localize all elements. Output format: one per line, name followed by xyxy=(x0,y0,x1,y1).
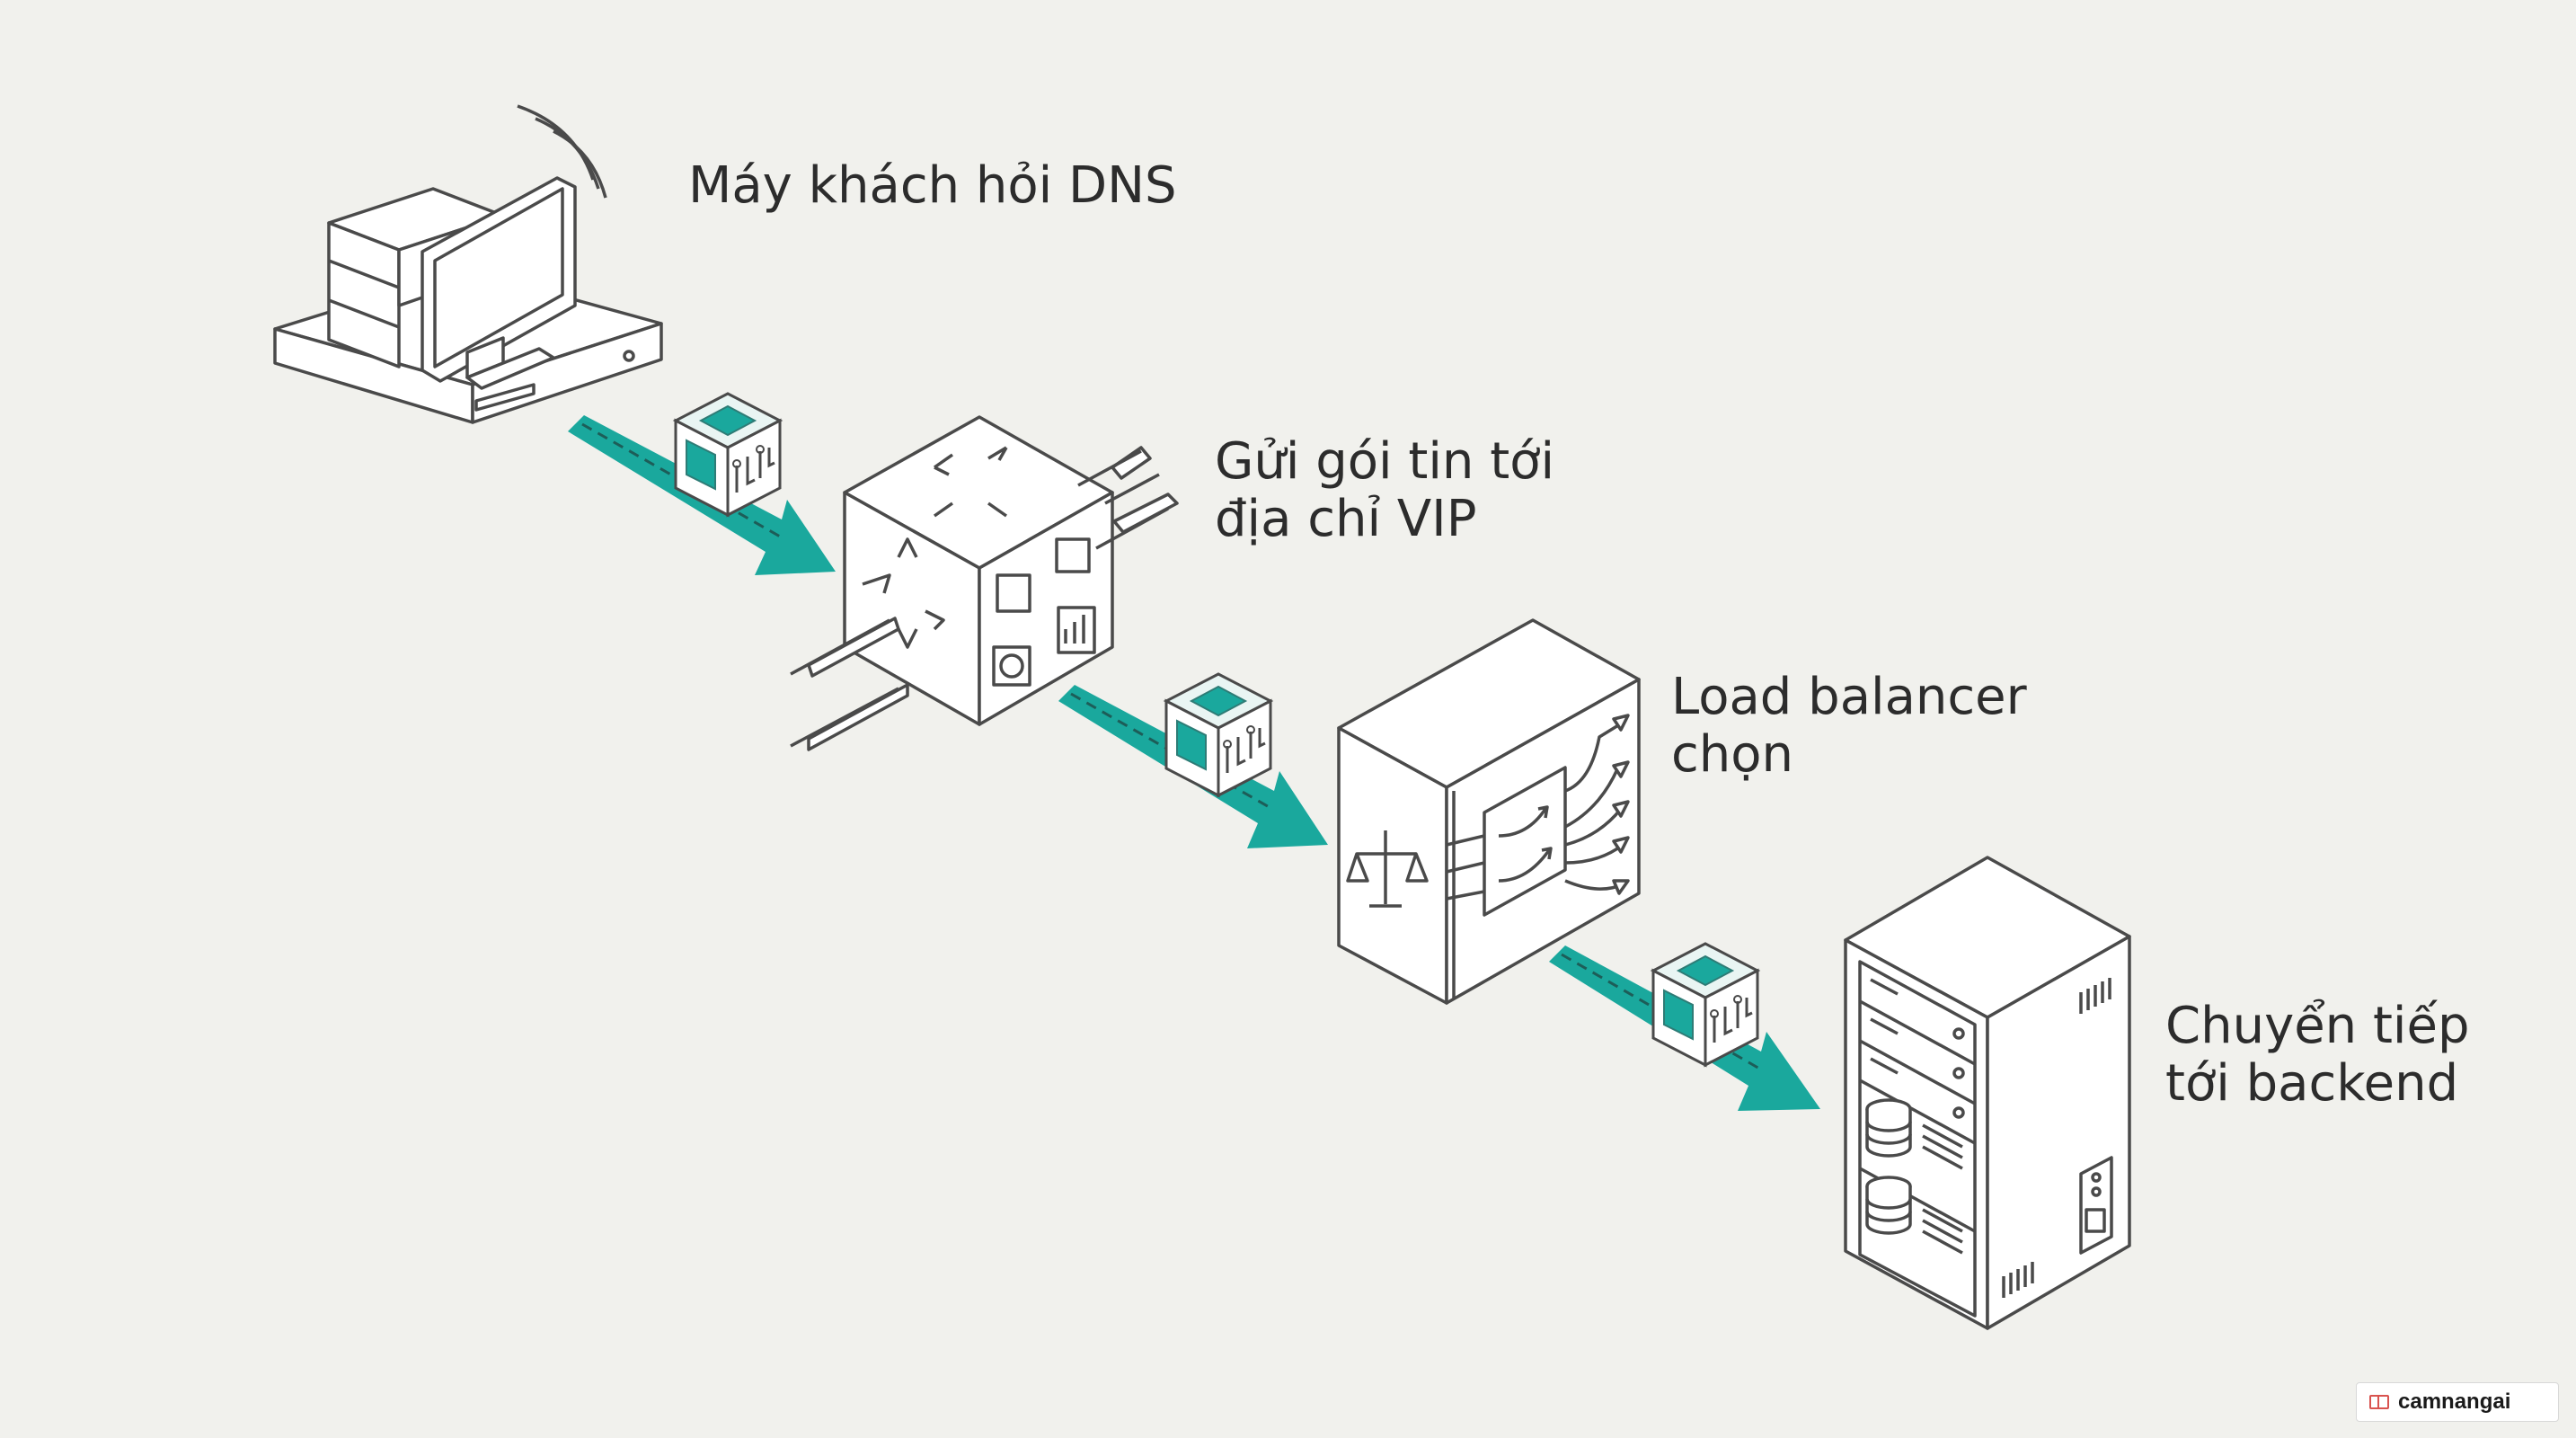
step-3-label: Load balancer chọn xyxy=(1671,668,2027,784)
client-computer-icon xyxy=(273,104,663,424)
router-cube-icon xyxy=(790,415,1179,751)
step-1-label: Máy khách hỏi DNS xyxy=(688,156,1177,215)
data-packet-icon xyxy=(1651,942,1759,1067)
backend-server-icon xyxy=(1844,856,2131,1330)
step-2-label: Gửi gói tin tới địa chỉ VIP xyxy=(1215,432,1554,548)
data-packet-icon xyxy=(1164,672,1272,797)
step-4-label: Chuyển tiếp tới backend xyxy=(2165,997,2470,1113)
book-icon xyxy=(2369,1395,2389,1409)
watermark-badge: camnangai xyxy=(2356,1382,2559,1422)
load-balancer-icon xyxy=(1337,618,1641,1005)
data-packet-icon xyxy=(674,392,782,517)
watermark-text: camnangai xyxy=(2398,1389,2511,1414)
